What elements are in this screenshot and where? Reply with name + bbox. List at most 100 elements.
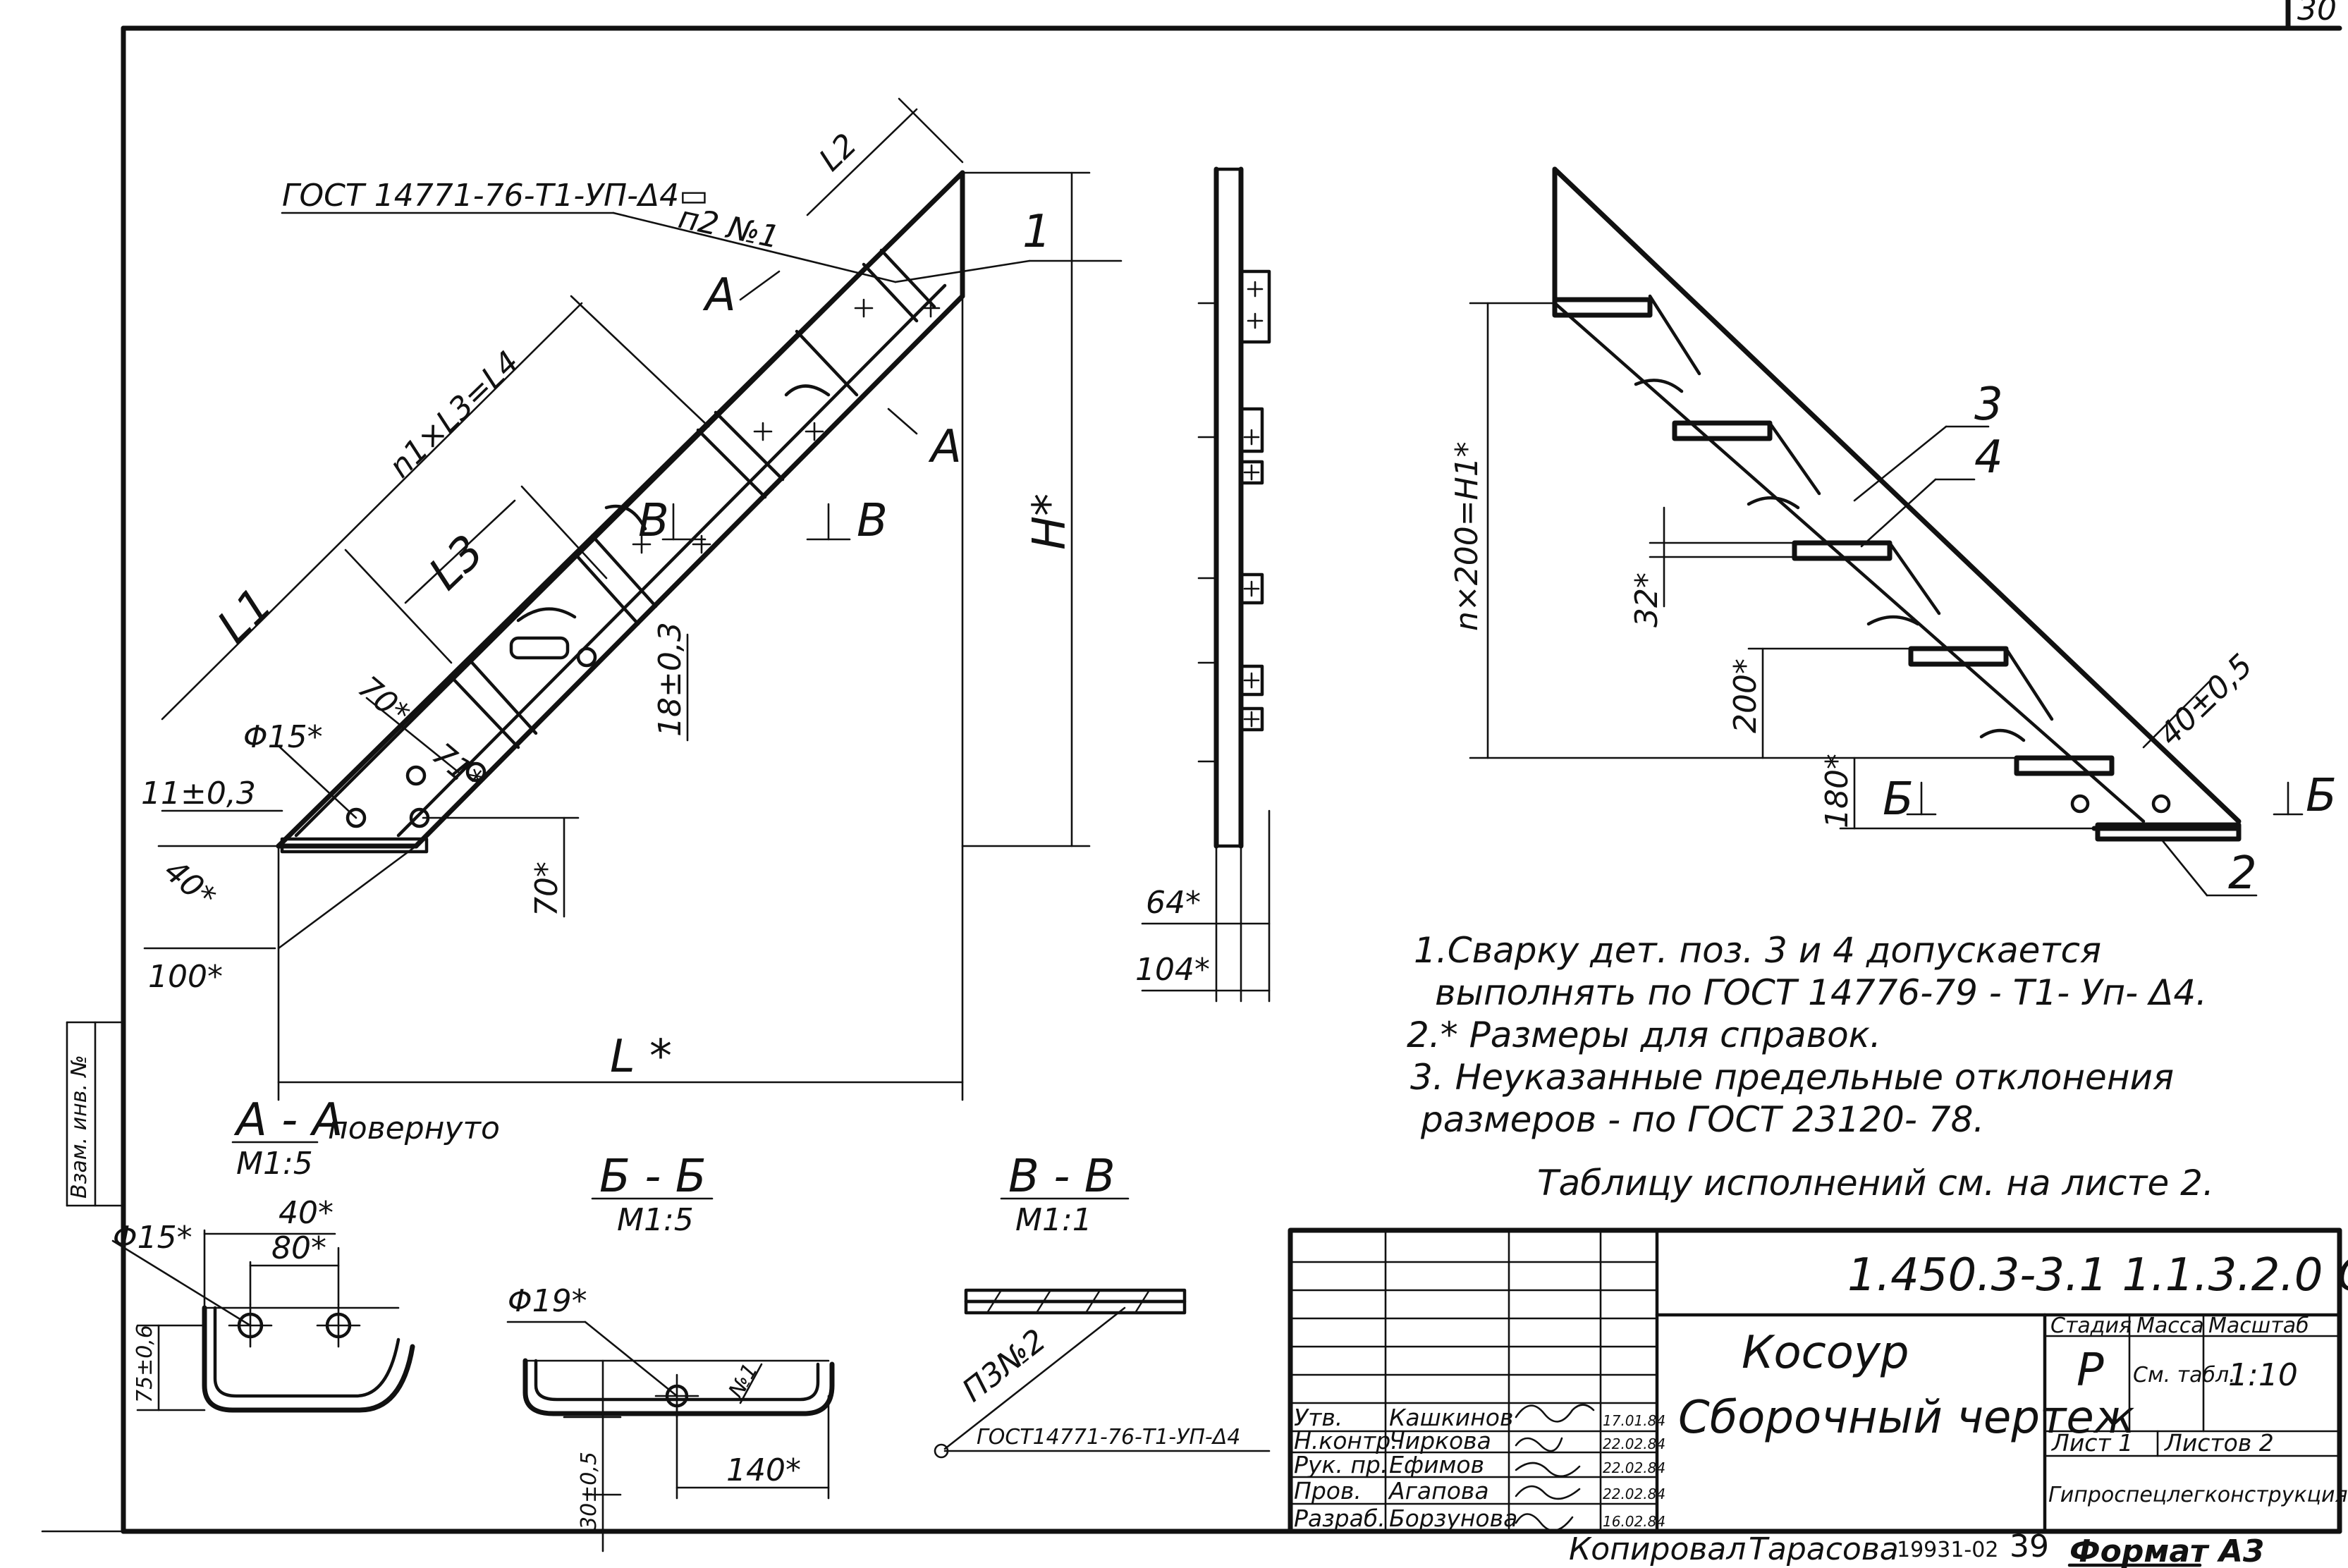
sheets-value: Листов 2 [2164,1429,2274,1457]
organization-name: Гипроспецлегконструкция [2048,1483,2348,1507]
sign-name: Чиркова [1389,1427,1491,1454]
section-AA-rotated: повернуто [328,1110,500,1146]
dim-40-05-label: 40±0,5 [2152,647,2260,753]
weld-mark-label: п2 №1 [675,200,783,256]
note-line-1: 1.Сварку дет. поз. 3 и 4 допускается [1414,930,2101,971]
sign-date: 22.02.84 [1603,1486,1665,1502]
stair-right-view [1469,166,2304,897]
position-3-label: 3 [1974,379,2003,431]
section-A-upper-label: A [702,269,736,321]
dim-n200-label: n×200=H1* [1449,441,1485,631]
sign-date: 22.02.84 [1603,1459,1665,1476]
section-AA-scale: M1:5 [236,1146,313,1182]
sign-date: 16.02.84 [1603,1513,1665,1530]
title-block-grid [1288,1227,2342,1534]
dim-L2-label: L2 [812,127,864,178]
section-BB-phi19: Φ19* [508,1283,587,1319]
stringer-main-view [143,97,1123,1101]
dim-40-label: 40* [157,852,223,915]
drawing-type: Сборочный чертеж [1678,1392,2135,1444]
weld-callout-label: ГОСТ 14771-76-Т1-УП-Δ4▭ [282,178,709,214]
section-B-right-label: Б [2306,770,2337,822]
sign-date: 17.01.84 [1603,1412,1665,1429]
signature-rows: Утв. Кашкинов 17.01.84 Н.контр. Чиркова … [1294,1404,1665,1532]
drawing-name: Косоур [1742,1327,1909,1379]
sign-date: 22.02.84 [1603,1435,1665,1452]
note-line-3: 2.* Размеры для справок. [1407,1015,1881,1055]
mass-value: См. табл. [2133,1363,2236,1388]
section-AA-phi15: Φ15* [113,1220,192,1256]
note-line-2: выполнять по ГОСТ 14776-79 - Т1- Уп- Δ4. [1435,972,2207,1013]
stage-value: Р [2077,1345,2104,1397]
dim-phi15-label: Φ15* [243,719,323,755]
sign-name: Агапова [1388,1477,1489,1505]
section-VV-weld-mark: П3№2 [955,1322,1053,1409]
section-AA [111,1141,415,1413]
general-notes: 1.Сварку дет. поз. 3 и 4 допускается вып… [1407,930,2207,1140]
dim-11-label: 11±0,3 [141,776,256,811]
section-VV [934,1197,1271,1459]
stage-header: Стадия [2050,1313,2132,1338]
dim-18-label: 18±0,3 [652,622,688,737]
section-BB [506,1197,835,1552]
dim-180-label: 180* [1819,754,1855,828]
section-BB-title: Б - Б [599,1151,707,1203]
main-view-labels: ГОСТ 14771-76-Т1-УП-Δ4▭ п2 №1 1 L2 n1×L3… [141,127,1076,1083]
table-reference: Таблицу исполнений см. на листе 2. [1537,1163,2214,1203]
dim-L3-label: L3 [420,525,494,600]
sign-name: Борзунова [1389,1505,1517,1532]
sign-name: Ефимов [1389,1451,1484,1478]
dim-100-label: 100* [148,959,223,995]
dim-70-vertical-label: 70* [529,862,565,917]
sheet-corner-number: 30 [2297,0,2337,27]
scale-header: Масштаб [2208,1313,2309,1338]
dim-64-label: 64* [1146,885,1201,921]
section-BB-dim140: 140* [726,1452,801,1488]
position-4-label: 4 [1974,431,2003,484]
copied-by-label: Копировал [1569,1531,1746,1567]
section-A-lower-label: A [928,421,962,473]
section-BB-weld-mark: №1 [723,1359,763,1404]
section-B-left-label: Б [1883,773,1914,826]
sign-name: Кашкинов [1389,1404,1513,1431]
dim-200-label: 200* [1728,659,1763,733]
scale-value: 1:10 [2228,1357,2298,1393]
sign-role: Рук. пр. [1294,1451,1388,1478]
sign-role: Утв. [1294,1404,1343,1431]
dim-32-label: 32* [1629,572,1665,627]
section-BB-scale: M1:5 [617,1202,694,1238]
doc-number: 1.450.3-3.1 1.1.3.2.0 СБ [1847,1249,2348,1301]
note-line-5: размеров - по ГОСТ 23120- 78. [1420,1099,1984,1140]
position-2-label: 2 [2228,847,2257,900]
note-line-4: 3. Неуказанные предельные отклонения [1410,1057,2174,1098]
stringer-side-view [1141,166,1271,1003]
dim-chain-label: n1×L3=L4 [382,344,526,485]
dim-104-label: 104* [1135,952,1210,988]
archive-sheet-no: 39 [2010,1529,2049,1564]
sign-role: Пров. [1294,1477,1362,1505]
mass-header: Масса [2136,1313,2204,1338]
section-AA-dim80: 80* [271,1230,326,1266]
sign-role: Разраб. [1294,1505,1386,1532]
dim-71-label: 71* [425,736,491,799]
archive-stamp-label: Взам. инв. № [67,1055,92,1199]
sheet-frame [41,0,2342,1534]
dim-H-label: H* [1024,494,1076,550]
archive-number: 19931-02 [1897,1538,1998,1562]
section-VV-scale: M1:1 [1015,1202,1092,1238]
section-AA-dim40: 40* [279,1195,334,1231]
format-label: Формат А3 [2069,1533,2265,1568]
section-AA-title: A - A [233,1094,343,1146]
section-VV-weld-callout: ГОСТ14771-76-Т1-УП-Δ4 [977,1425,1240,1450]
copied-by-name: Тарасова [1749,1531,1899,1567]
section-V-left-label: B [638,495,669,547]
position-1-label: 1 [1022,206,1051,258]
dim-L-label: L * [610,1031,672,1083]
dim-L1-label: L1 [208,578,283,653]
section-AA-dim75: 75±0,6 [133,1325,157,1403]
sign-role: Н.контр. [1294,1427,1398,1454]
sheet-value: Лист 1 [2051,1429,2133,1457]
section-BB-dim30: 30±0,5 [577,1452,601,1530]
section-VV-title: B - B [1008,1151,1115,1203]
